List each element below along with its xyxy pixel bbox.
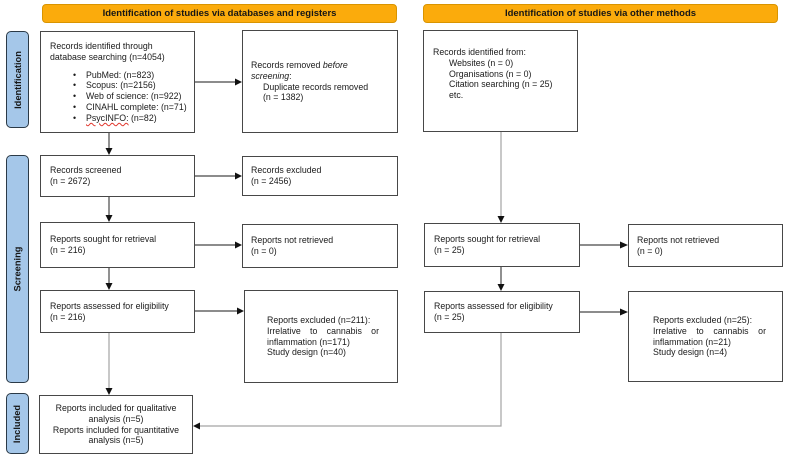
bullet-text: PubMed: (n=823) (86, 69, 155, 80)
arrowhead-screened-to-excluded (235, 172, 242, 180)
box-reports-sought-databases: Reports sought for retrieval (n = 216) (40, 222, 195, 268)
text-colon: : (289, 70, 292, 81)
arrowhead-other-sought-to-notretrieved (620, 241, 628, 249)
text-italic-before: before (322, 59, 348, 70)
bullet-text: Web of science: (n=922) (86, 91, 182, 102)
arrowhead-other-assessed-to-excluded (620, 308, 628, 316)
bullet-pubmed: • PubMed: (n=823) (73, 70, 188, 81)
arrowhead-assessed-to-excluded (237, 307, 244, 315)
box-reports-sought-other: Reports sought for retrieval (n = 25) (424, 223, 580, 267)
box-text-line: (n = 2672) (50, 176, 91, 186)
box-text-line: Reports sought for retrieval (434, 234, 541, 245)
header-databases-label: Identification of studies via databases … (102, 8, 337, 19)
box-records-screened: Records screened (n = 2672) (40, 155, 195, 197)
bullet-icon: • (73, 102, 77, 113)
stage-label-included: Included (6, 393, 29, 454)
arrowhead-sought-to-notretrieved (235, 241, 242, 249)
bullet-web-of-science: • Web of science: (n=922) (73, 91, 188, 102)
box-text-line: Duplicate records removed (263, 81, 369, 92)
box-text-line: (n = 0) (251, 246, 277, 256)
box-reports-included: Reports included for qualitative analysi… (39, 395, 193, 454)
box-text-line: Reports included for quantitative (52, 424, 180, 435)
box-text-line: analysis (n=5) (88, 435, 144, 446)
bullet-icon: • (73, 112, 77, 123)
header-databases-registers: Identification of studies via databases … (42, 4, 397, 23)
bullet-text-rest: (n=82) (128, 112, 157, 123)
box-records-removed-before-screening: Records removed before screening: Duplic… (242, 30, 398, 133)
box-text-line: Reports assessed for eligibility (50, 300, 169, 311)
box-text-line: Records removed before (251, 60, 389, 71)
arrowhead-identified-down (105, 148, 113, 155)
arrowhead-other-identified-down (497, 216, 505, 223)
box-text-line: (n = 2456) (251, 176, 292, 186)
bullet-cinahl: • CINAHL complete: (n=71) (73, 102, 188, 113)
box-text-line: Citation searching (n = 25) (449, 79, 553, 90)
box-text-line: inflammation (n=21) (653, 336, 731, 347)
box-records-identified-other: Records identified from: Websites (n = 0… (423, 30, 578, 132)
box-text-line: Records identified through (50, 41, 153, 51)
box-text-line: Organisations (n = 0) (449, 68, 532, 79)
stage-identification-text: Identification (12, 50, 23, 109)
box-text-line: Reports sought for retrieval (50, 234, 157, 245)
text-italic-screening: screening (251, 70, 290, 81)
box-text-line: screening: (251, 71, 389, 82)
bullet-text: CINAHL complete: (n=71) (86, 102, 187, 113)
bullet-scopus: • Scopus: (n=2156) (73, 80, 188, 91)
arrowhead-connector-to-included (193, 422, 200, 430)
box-text-line-justified: Irrelative to cannabis or (653, 325, 766, 336)
box-text-line: Reports assessed for eligibility (434, 301, 553, 312)
bullet-icon: • (73, 69, 77, 80)
box-text-line: analysis (n=5) (88, 413, 144, 424)
bullet-icon: • (73, 80, 77, 91)
box-text-line: Reports excluded (n=211): (267, 314, 371, 325)
stage-label-identification: Identification (6, 31, 29, 128)
box-reports-assessed-databases: Reports assessed for eligibility (n = 21… (40, 290, 195, 333)
box-text-line: Records identified from: (433, 46, 526, 57)
box-text-line: Reports not retrieved (251, 235, 334, 246)
psycinfo-spellcheck-underline: PsycINFO: (86, 112, 129, 123)
arrowhead-assessed-down (105, 388, 113, 395)
box-text-line: Reports included for qualitative (55, 402, 177, 413)
box-text-line: (n = 216) (50, 245, 86, 255)
box-text-line: (n = 25) (434, 245, 465, 255)
box-reports-excluded-other: Reports excluded (n=25): Irrelative to c… (628, 291, 783, 382)
text-normal: Records removed (251, 59, 323, 70)
stage-screening-text: Screening (12, 246, 23, 292)
box-text-line: (n = 0) (637, 245, 663, 256)
box-text-line: (n = 1382) (263, 92, 304, 103)
box-text-line: Records screened (50, 165, 122, 176)
box-reports-not-retrieved-other: Reports not retrieved (n = 0) (628, 224, 783, 267)
bullet-text: PsycINFO: (n=82) (86, 113, 157, 124)
stage-label-screening: Screening (6, 155, 29, 383)
box-text-line: Reports excluded (n=25): (653, 314, 753, 325)
bullet-psycinfo: • PsycINFO: (n=82) (73, 113, 188, 124)
box-text-line: Reports not retrieved (637, 234, 720, 245)
box-text-line: (n = 25) (434, 312, 465, 322)
box-text-line: Websites (n = 0) (449, 57, 514, 68)
box-text-line: Records excluded (251, 165, 322, 176)
database-bullet-list: • PubMed: (n=823) • Scopus: (n=2156) • Web … (50, 70, 188, 124)
box-reports-assessed-other: Reports assessed for eligibility (n = 25… (424, 291, 580, 333)
bullet-text: Scopus: (n=2156) (86, 80, 156, 91)
box-reports-not-retrieved-databases: Reports not retrieved (n = 0) (242, 224, 398, 268)
header-other-methods: Identification of studies via other meth… (423, 4, 778, 23)
box-text-line: (n = 216) (50, 311, 86, 322)
box-text-line: Study design (n=40) (267, 347, 346, 358)
box-text-line: Study design (n=4) (653, 347, 728, 358)
arrowhead-identified-to-removed (235, 78, 242, 86)
bullet-icon: • (73, 91, 77, 102)
box-reports-excluded-databases: Reports excluded (n=211): Irrelative to … (244, 290, 398, 383)
arrowhead-screened-down (105, 215, 113, 222)
box-text-line-justified: Irrelative to cannabis or (267, 325, 379, 336)
stage-included-text: Included (12, 404, 23, 443)
header-other-label: Identification of studies via other meth… (504, 8, 697, 19)
arrowhead-other-sought-down (497, 284, 505, 291)
box-text-line: database searching (n=4054) (50, 51, 165, 62)
box-text-line: etc. (449, 90, 464, 101)
box-records-identified-databases: Records identified through database sear… (40, 31, 195, 133)
arrowhead-sought-down (105, 283, 113, 290)
box-text-line: inflammation (n=171) (267, 336, 350, 347)
box-records-excluded: Records excluded (n = 2456) (242, 156, 398, 196)
